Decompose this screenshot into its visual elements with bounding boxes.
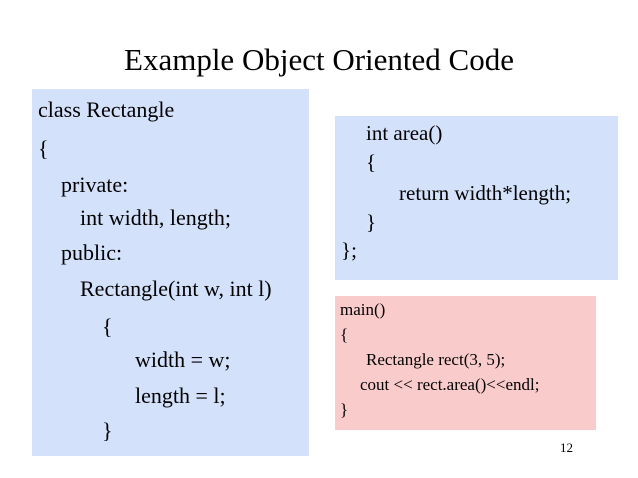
code-line: cout << rect.area()<<endl; [360, 375, 540, 394]
main-code-box: main() { Rectangle rect(3, 5); cout << r… [335, 296, 596, 430]
code-line: { [38, 136, 49, 161]
class-code-box: class Rectangle { private: int width, le… [32, 89, 309, 456]
code-line: width = w; [135, 347, 231, 372]
page-number: 12 [560, 440, 573, 455]
code-line: { [366, 150, 377, 174]
code-line: } [102, 418, 113, 443]
code-line: { [102, 314, 113, 339]
slide-title: Example Object Oriented Code [124, 42, 514, 77]
code-line: Rectangle(int w, int l) [80, 276, 272, 301]
code-line: }; [341, 238, 357, 262]
code-line: int width, length; [80, 205, 231, 230]
code-line: private: [61, 172, 129, 197]
code-line: int area() [366, 121, 443, 145]
code-line: class Rectangle [38, 97, 175, 122]
code-line: main() [340, 300, 386, 319]
code-line: return width*length; [399, 181, 572, 205]
code-line: { [340, 325, 349, 344]
area-code-box: int area() { return width*length; } }; [335, 116, 618, 280]
code-line: public: [61, 240, 123, 265]
code-line: } [340, 400, 349, 419]
code-line: } [366, 210, 377, 234]
code-line: Rectangle rect(3, 5); [366, 350, 506, 369]
code-line: length = l; [135, 383, 226, 408]
